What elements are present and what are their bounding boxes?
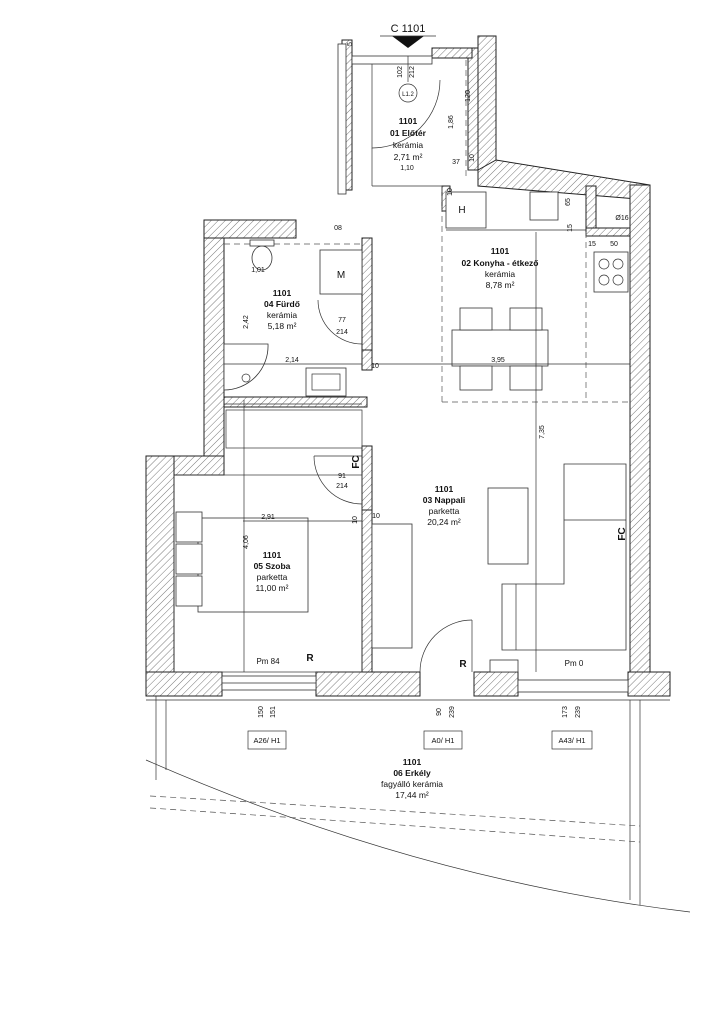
radiator-label-living: R (459, 659, 467, 670)
svg-text:5,18 m²: 5,18 m² (268, 321, 297, 331)
svg-text:10: 10 (371, 363, 379, 370)
svg-text:1101: 1101 (403, 757, 422, 767)
svg-text:214: 214 (336, 483, 348, 490)
svg-text:15: 15 (588, 241, 596, 248)
svg-text:02 Konyha - étkező: 02 Konyha - étkező (462, 258, 539, 268)
fan-coil-label-bedroom: FC (351, 455, 362, 468)
room-label-szoba: 1101 05 Szoba parketta 11,00 m² (254, 550, 291, 593)
washer-label: M (337, 270, 345, 281)
svg-text:239: 239 (575, 706, 582, 718)
svg-text:3,95: 3,95 (491, 357, 505, 364)
svg-text:11,00 m²: 11,00 m² (256, 583, 289, 593)
svg-text:1101: 1101 (399, 116, 418, 126)
svg-text:1,10: 1,10 (400, 165, 414, 172)
svg-text:4,06: 4,06 (243, 535, 250, 549)
svg-text:150: 150 (258, 706, 265, 718)
svg-text:04 Fürdő: 04 Fürdő (264, 299, 300, 309)
entry-details (337, 43, 467, 195)
svg-text:212: 212 (409, 66, 416, 78)
svg-text:1,01: 1,01 (251, 267, 265, 274)
bedroom-details (173, 409, 363, 673)
svg-text:8,78 m²: 8,78 m² (486, 280, 515, 290)
svg-text:01 Előtér: 01 Előtér (390, 128, 427, 138)
svg-text:fagyálló kerámia: fagyálló kerámia (381, 779, 443, 789)
section-arrow-icon (392, 36, 424, 48)
svg-text:91: 91 (338, 473, 346, 480)
svg-text:20,24 m²: 20,24 m² (427, 517, 461, 527)
svg-text:120: 120 (465, 90, 472, 102)
room-label-furdo: 1101 04 Fürdő kerámia 5,18 m² (264, 288, 300, 331)
svg-text:10: 10 (352, 516, 359, 524)
svg-text:1101: 1101 (263, 550, 282, 560)
svg-text:2,14: 2,14 (285, 357, 299, 364)
svg-text:5: 5 (347, 42, 354, 46)
svg-text:05 Szoba: 05 Szoba (254, 561, 291, 571)
walls (145, 35, 671, 697)
dimensions: 102 212 1,86 1,10 37 10 120 5 10 65 15 Ø… (224, 42, 630, 672)
svg-text:7,35: 7,35 (539, 425, 546, 439)
svg-text:214: 214 (336, 329, 348, 336)
svg-text:10: 10 (469, 154, 476, 162)
svg-text:151: 151 (270, 706, 277, 718)
svg-text:102: 102 (397, 66, 404, 78)
room-label-nappali: 1101 03 Nappali parketta 20,24 m² (423, 484, 466, 527)
svg-text:1101: 1101 (435, 484, 454, 494)
svg-text:17,44 m²: 17,44 m² (395, 790, 429, 800)
kitchen-details (441, 186, 630, 403)
door-tag: L1.2 (402, 92, 414, 98)
svg-text:10: 10 (372, 513, 380, 520)
window-tag-a0: A0/ H1 (432, 736, 455, 745)
svg-text:03 Nappali: 03 Nappali (423, 495, 466, 505)
svg-text:90: 90 (436, 708, 443, 716)
svg-text:1101: 1101 (273, 288, 292, 298)
facade-windows (221, 675, 629, 693)
level-pm84: Pm 84 (256, 657, 280, 666)
svg-text:173: 173 (562, 706, 569, 718)
living-details (371, 463, 627, 673)
svg-text:50: 50 (610, 241, 618, 248)
room-label-erkely: 1101 06 Erkély fagyálló kerámia 17,44 m² (381, 757, 443, 800)
window-tag-a26: A26/ H1 (253, 736, 280, 745)
window-dimensions: 150 151 90 239 173 239 (258, 706, 582, 718)
balcony (145, 696, 691, 913)
svg-text:kerámia: kerámia (267, 310, 298, 320)
svg-text:1101: 1101 (491, 246, 510, 256)
svg-text:parketta: parketta (429, 506, 460, 516)
svg-text:2,42: 2,42 (243, 315, 250, 329)
svg-text:77: 77 (338, 317, 346, 324)
svg-text:2,71 m²: 2,71 m² (394, 152, 423, 162)
hood-label: H (458, 205, 465, 216)
section-marker: C 1101 (380, 23, 436, 48)
level-pm0: Pm 0 (565, 659, 584, 668)
svg-text:65: 65 (565, 198, 572, 206)
svg-text:06 Erkély: 06 Erkély (393, 768, 431, 778)
svg-text:1,86: 1,86 (448, 115, 455, 129)
room-label-konyha: 1101 02 Konyha - étkező kerámia 8,78 m² (462, 246, 539, 290)
svg-text:15: 15 (567, 224, 574, 232)
window-tag-a43: A43/ H1 (558, 736, 585, 745)
room-label-eloter: 1101 01 Előtér kerámia 2,71 m² (390, 116, 427, 162)
svg-text:Ø16: Ø16 (615, 215, 628, 222)
svg-text:2,91: 2,91 (261, 514, 275, 521)
svg-text:10: 10 (447, 188, 454, 196)
bathroom-details (223, 239, 363, 405)
svg-text:37: 37 (452, 159, 460, 166)
svg-text:08: 08 (334, 225, 342, 232)
radiator-label-bedroom: R (306, 653, 314, 664)
fan-coil-label-living: FC (617, 527, 628, 540)
svg-text:239: 239 (449, 706, 456, 718)
section-label: C 1101 (391, 23, 426, 35)
svg-text:kerámia: kerámia (393, 140, 424, 150)
svg-text:kerámia: kerámia (485, 269, 516, 279)
svg-text:parketta: parketta (257, 572, 288, 582)
